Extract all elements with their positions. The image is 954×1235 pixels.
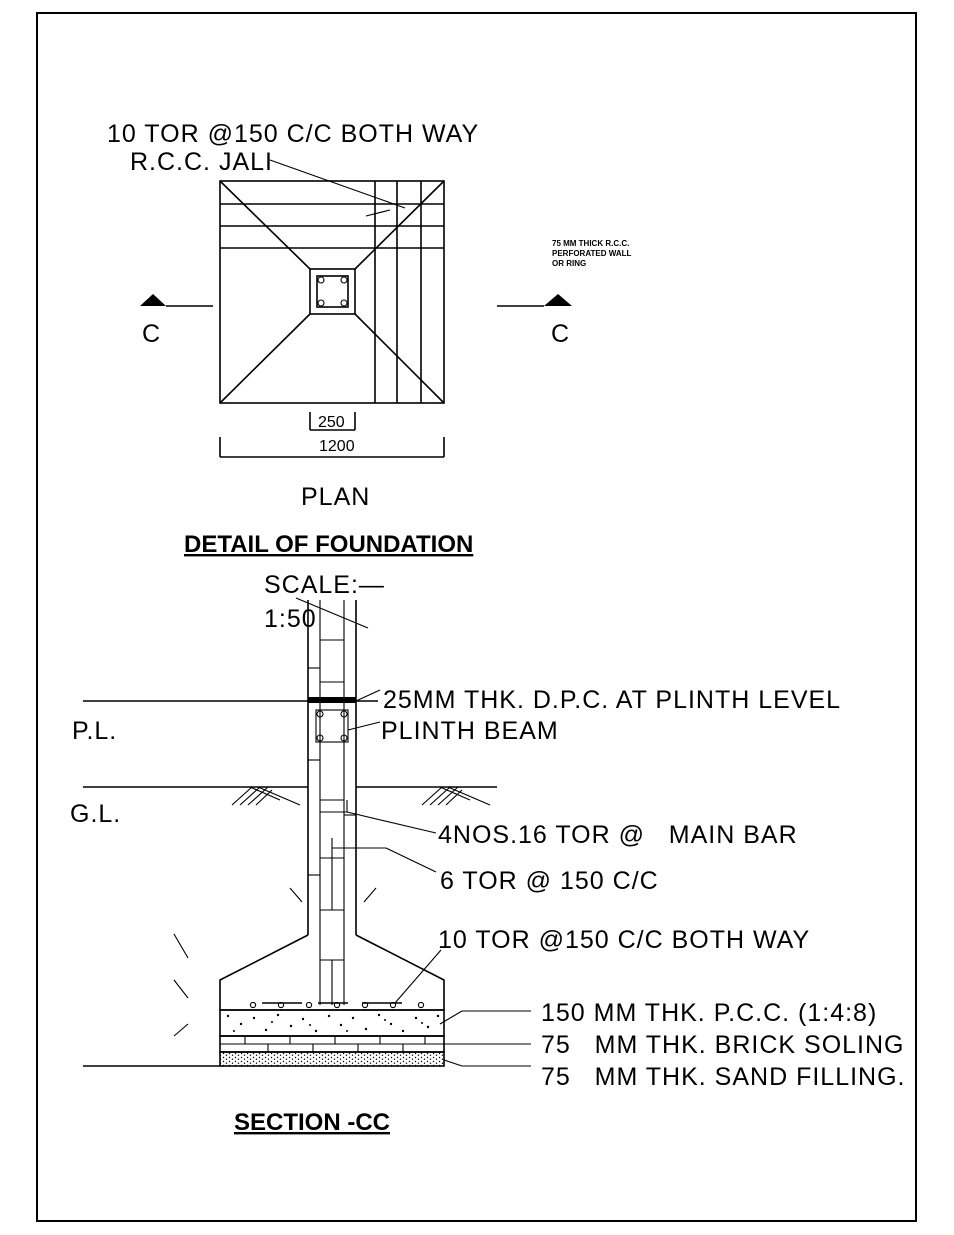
main-bar-label: 4NOS.16 TOR @ MAIN BAR — [438, 821, 798, 849]
brick-soling-label: 75 MM THK. BRICK SOLING — [541, 1031, 905, 1059]
pcc-label: 150 MM THK. P.C.C. (1:4:8) — [541, 999, 877, 1027]
scale-line-1: SCALE:— — [264, 571, 385, 599]
pl-label: P.L. — [72, 717, 117, 745]
jali-leader — [365, 209, 391, 217]
ground-hatch — [231, 786, 491, 806]
gl-label: G.L. — [70, 800, 121, 828]
note-line-3: OR RING — [552, 259, 586, 268]
section-caption: SECTION -CC — [234, 1109, 390, 1136]
note-line-2: PERFORATED WALL — [552, 249, 632, 258]
note-line-1: 75 MM THICK R.C.C. — [552, 239, 629, 248]
section-marker-left: C — [140, 294, 213, 348]
svg-text:C: C — [551, 320, 570, 348]
plan-jali-label: R.C.C. JALI — [130, 148, 273, 176]
footing-bar-label: 10 TOR @150 C/C BOTH WAY — [438, 926, 810, 954]
sheet-border — [36, 12, 917, 1222]
sand-filling — [219, 1051, 445, 1067]
svg-text:250: 250 — [318, 414, 345, 431]
dimension-250: 250 — [309, 412, 356, 431]
dpc-label: 25MM THK. D.P.C. AT PLINTH LEVEL — [383, 686, 841, 714]
plan-caption: PLAN — [301, 483, 370, 511]
pcc-layer — [219, 1009, 445, 1037]
svg-text:1200: 1200 — [319, 438, 355, 455]
plan-view — [219, 159, 445, 404]
detail-heading: DETAIL OF FOUNDATION — [184, 531, 473, 558]
svg-text:C: C — [142, 320, 161, 348]
scale-line-2: 1:50 — [264, 605, 317, 633]
section-view — [83, 597, 531, 1067]
plinth-beam-label: PLINTH BEAM — [381, 717, 559, 745]
pcc-aggregate — [226, 1013, 440, 1033]
rebar-leader — [269, 159, 406, 209]
plan-rebar-label: 10 TOR @150 C/C BOTH WAY — [107, 120, 479, 148]
sand-filling-label: 75 MM THK. SAND FILLING. — [541, 1063, 906, 1091]
dimension-1200: 1200 — [219, 437, 445, 458]
stirrup-label: 6 TOR @ 150 C/C — [440, 867, 659, 895]
section-marker-right: C — [497, 294, 572, 348]
